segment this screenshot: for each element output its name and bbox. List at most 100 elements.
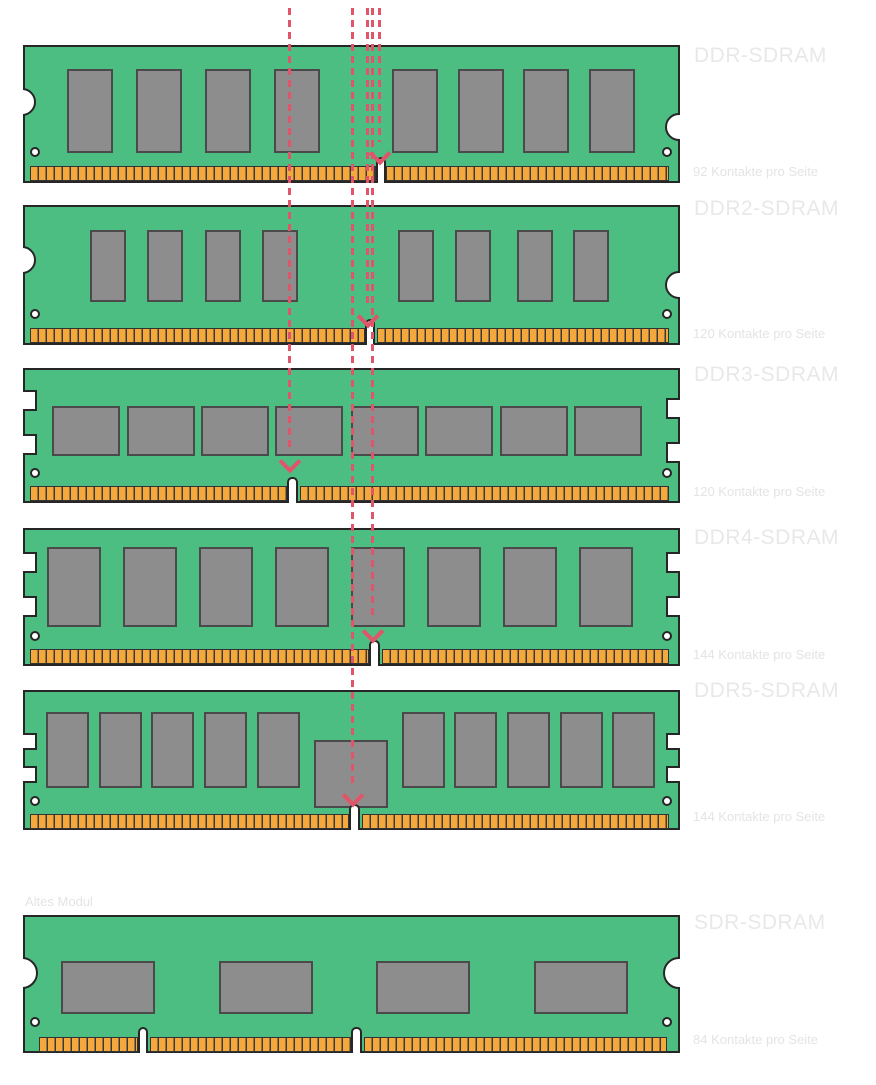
memory-chip	[123, 547, 177, 627]
key-notch	[351, 1027, 362, 1053]
mounting-hole	[662, 1017, 672, 1027]
memory-chip	[136, 69, 182, 153]
memory-chip	[579, 547, 633, 627]
key-notch	[365, 319, 375, 345]
contact-strip-segment	[382, 649, 669, 664]
key-notch	[349, 804, 360, 830]
mounting-hole	[662, 796, 672, 806]
contact-strip-segment	[30, 814, 349, 829]
edge-cutout	[666, 398, 680, 419]
memory-chip	[67, 69, 113, 153]
contact-strip-segment	[386, 166, 669, 181]
edge-cutout	[23, 390, 37, 411]
memory-chip	[455, 230, 491, 302]
edge-cutout	[666, 552, 680, 573]
memory-chip	[199, 547, 253, 627]
edge-cutout	[665, 113, 680, 145]
memory-chip	[427, 547, 481, 627]
contact-strip-segment	[364, 1037, 667, 1052]
memory-chip	[574, 406, 642, 456]
edge-cutout	[23, 733, 37, 750]
module-label-ddr3: DDR3-SDRAM	[694, 363, 840, 386]
edge-cutout	[23, 596, 37, 617]
notch-guide-line-ddr4	[371, 8, 374, 620]
key-notch	[376, 157, 386, 183]
memory-chip	[99, 712, 142, 788]
mounting-hole	[30, 1017, 40, 1027]
memory-chip	[500, 406, 568, 456]
pin-count-label-ddr: 92 Kontakte pro Seite	[693, 164, 819, 179]
memory-chip	[204, 712, 247, 788]
mounting-hole	[662, 468, 672, 478]
contact-strip-segment	[30, 166, 376, 181]
module-label-ddr4: DDR4-SDRAM	[694, 526, 840, 549]
contact-strip-segment	[30, 649, 369, 664]
contact-strip-segment	[300, 486, 669, 501]
key-notch	[287, 477, 298, 503]
memory-chip	[47, 547, 101, 627]
memory-chip	[127, 406, 195, 456]
memory-chip	[46, 712, 89, 788]
edge-cutout	[666, 442, 680, 463]
memory-chip	[392, 69, 438, 153]
pin-count-label-sdr: 84 Kontakte pro Seite	[693, 1032, 819, 1047]
edge-cutout	[23, 552, 37, 573]
memory-chip	[534, 961, 628, 1014]
memory-chip	[257, 712, 300, 788]
edge-cutout	[666, 733, 680, 750]
notch-guide-line-ddr3	[288, 8, 291, 450]
module-ddr5	[23, 690, 680, 830]
mounting-hole	[30, 309, 40, 319]
memory-chip	[402, 712, 445, 788]
memory-chip	[573, 230, 609, 302]
edge-cutout	[666, 766, 680, 783]
contact-strip-segment	[30, 328, 365, 343]
module-label-sdr: SDR-SDRAM	[694, 911, 826, 934]
memory-chip	[589, 69, 635, 153]
memory-chip	[507, 712, 550, 788]
edge-cutout	[23, 957, 40, 995]
notch-guide-line-ddr5	[351, 8, 354, 784]
mounting-hole	[662, 309, 672, 319]
contact-strip-segment	[39, 1037, 138, 1052]
edge-cutout	[23, 434, 37, 455]
edge-cutout	[23, 766, 37, 783]
memory-chip	[560, 712, 603, 788]
mounting-hole	[30, 796, 40, 806]
edge-cutout	[665, 271, 680, 303]
memory-chip	[454, 712, 497, 788]
memory-chip	[612, 712, 655, 788]
mounting-hole	[662, 631, 672, 641]
module-ddr4	[23, 528, 680, 666]
memory-chip	[503, 547, 557, 627]
memory-chip	[274, 69, 320, 153]
memory-chip	[90, 230, 126, 302]
memory-chip	[351, 547, 405, 627]
memory-chip	[262, 230, 298, 302]
key-notch	[369, 640, 380, 666]
memory-chip	[275, 406, 343, 456]
memory-chip	[376, 961, 470, 1014]
pin-count-label-ddr3: 120 Kontakte pro Seite	[693, 484, 826, 499]
contact-strip-segment	[30, 486, 287, 501]
key-notch	[138, 1027, 148, 1053]
mounting-hole	[30, 468, 40, 478]
notch-guide-line-ddr2	[366, 8, 369, 305]
memory-chip	[52, 406, 120, 456]
contact-strip-segment	[377, 328, 669, 343]
edge-cutout	[663, 957, 680, 995]
memory-chip	[398, 230, 434, 302]
memory-chip	[151, 712, 194, 788]
memory-chip	[351, 406, 419, 456]
memory-chip	[61, 961, 155, 1014]
mounting-hole	[30, 147, 40, 157]
memory-chip	[275, 547, 329, 627]
notch-guide-line-ddr	[378, 8, 381, 142]
memory-chip	[205, 69, 251, 153]
module-sdr	[23, 915, 680, 1053]
memory-chip	[201, 406, 269, 456]
memory-chip	[517, 230, 553, 302]
edge-cutout	[23, 246, 38, 278]
mounting-hole	[30, 631, 40, 641]
